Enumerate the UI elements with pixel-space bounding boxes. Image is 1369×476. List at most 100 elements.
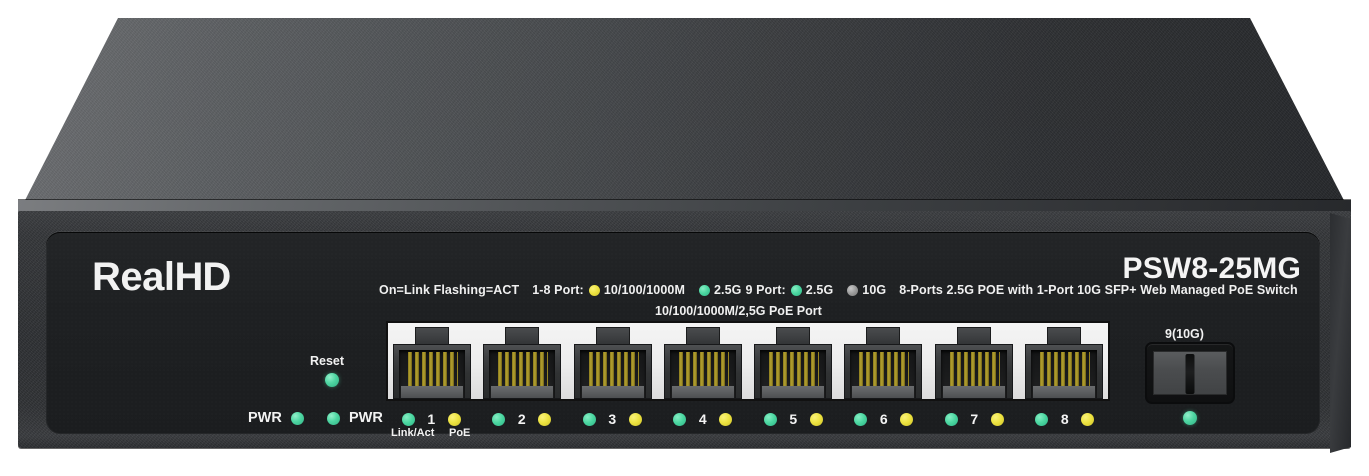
rj45-notch: [956, 327, 991, 345]
port-led-group-2: 2: [477, 411, 568, 427]
ethernet-port-8[interactable]: [1024, 327, 1103, 399]
rj45-notch: [595, 327, 630, 345]
reset-label: Reset: [310, 354, 345, 368]
led-legend-row: On=Link Flashing=ACT 1-8 Port: 10/100/10…: [379, 283, 1302, 297]
link-act-sublabel: Link/Act: [391, 427, 435, 439]
port-number-label-7: 7: [970, 411, 979, 427]
rj45-body: [393, 344, 471, 399]
poe-sublabel: PoE: [449, 427, 471, 439]
poe-led-icon-4: [719, 412, 733, 426]
legend-ports-1-8-label: 1-8 Port:: [532, 283, 584, 297]
rj45-floor: [1032, 386, 1095, 398]
chassis-right-side-cap: [1330, 213, 1351, 453]
poe-led-icon-2: [538, 412, 552, 426]
poe-port-group-label: 10/100/1000M/2,5G PoE Port: [655, 304, 822, 318]
port-number-label-4: 4: [698, 411, 707, 427]
link-act-led-icon-3: [582, 412, 596, 426]
ethernet-port-6[interactable]: [844, 327, 923, 399]
brand-logo: RealHD: [92, 255, 232, 299]
rj45-floor: [401, 386, 463, 398]
brand-logo-hd: HD: [174, 255, 232, 299]
legend-speed-1000m: 10/100/1000M: [603, 283, 685, 297]
legend-speed-25g-a: 2.5G: [713, 283, 742, 297]
poe-led-icon-3: [628, 412, 642, 426]
ethernet-port-1[interactable]: [393, 327, 471, 399]
rj45-cavity: [940, 350, 1007, 398]
legend-status-text: On=Link Flashing=ACT: [379, 283, 520, 297]
sfp-cage-inner: [1153, 351, 1227, 395]
port-led-group-7: 7: [929, 411, 1020, 427]
port-led-group-1: 1: [386, 411, 477, 427]
port-led-group-6: 6: [839, 411, 930, 427]
link-act-led-icon-7: [944, 412, 958, 426]
ethernet-port-5[interactable]: [754, 327, 833, 399]
rj45-floor: [671, 386, 734, 398]
reset-button[interactable]: [325, 373, 339, 387]
rj45-body: [663, 344, 742, 399]
rj45-notch: [505, 327, 540, 345]
gray-led-icon: [847, 284, 859, 296]
ethernet-port-7[interactable]: [934, 327, 1013, 399]
link-act-led-icon-2: [492, 412, 506, 426]
link-act-led-icon-5: [763, 412, 777, 426]
power-led-left-icon: [290, 411, 304, 425]
model-number-label: PSW8-25MG: [1122, 252, 1301, 285]
port-led-group-3: 3: [567, 411, 658, 427]
poe-led-icon-1: [447, 412, 461, 426]
rj45-cavity: [1030, 350, 1097, 398]
rj45-body: [483, 344, 562, 399]
green-led-icon: [698, 284, 710, 296]
port-number-label-8: 8: [1060, 411, 1069, 427]
sfp-plus-port[interactable]: [1145, 342, 1235, 404]
rj45-body: [1024, 344, 1103, 399]
link-act-led-icon-1: [401, 412, 415, 426]
power-indicator-right: PWR: [327, 410, 383, 426]
poe-led-icon-8: [1081, 412, 1095, 426]
green-led-icon-2: [790, 284, 802, 296]
rj45-body: [844, 344, 923, 399]
link-act-led-icon-4: [673, 412, 687, 426]
sfp-port-label: 9(10G): [1165, 327, 1204, 341]
rj45-notch: [1046, 327, 1081, 345]
rj45-cavity: [669, 350, 736, 398]
port-number-label-2: 2: [517, 411, 526, 427]
rj45-floor: [491, 386, 554, 398]
port-led-group-5: 5: [748, 411, 839, 427]
legend-description: 8-Ports 2.5G POE with 1-Port 10G SFP+ We…: [899, 283, 1298, 297]
rj45-notch: [866, 327, 901, 345]
port-led-strip: 1 2 3 4 5 6 7 8: [386, 404, 1110, 434]
port-led-group-4: 4: [658, 411, 749, 427]
sfp-slot-opening: [1185, 354, 1195, 394]
poe-led-icon-6: [900, 412, 914, 426]
port-number-label-3: 3: [608, 411, 617, 427]
sfp-port-led-icon: [1183, 411, 1197, 425]
link-act-led-icon-6: [854, 412, 868, 426]
poe-led-icon-7: [990, 412, 1004, 426]
yellow-led-icon: [588, 284, 600, 296]
ethernet-port-3[interactable]: [573, 327, 652, 399]
rj45-cavity: [579, 350, 646, 398]
port-number-label-6: 6: [879, 411, 888, 427]
ethernet-port-housing: [386, 321, 1110, 401]
rj45-notch: [685, 327, 720, 345]
rj45-notch: [415, 327, 449, 345]
rj45-floor: [762, 386, 825, 398]
rj45-cavity: [489, 350, 556, 398]
ethernet-port-4[interactable]: [663, 327, 742, 399]
lid-front-lip: [18, 200, 1351, 213]
rj45-cavity: [760, 350, 827, 398]
link-act-led-icon-8: [1035, 412, 1049, 426]
rj45-cavity: [399, 350, 465, 398]
power-label-left: PWR: [248, 410, 282, 426]
power-label-right: PWR: [349, 410, 383, 426]
rj45-body: [754, 344, 833, 399]
legend-port-9-label: 9 Port:: [745, 283, 786, 297]
rj45-body: [934, 344, 1013, 399]
port-number-label-1: 1: [427, 411, 436, 427]
rj45-floor: [942, 386, 1005, 398]
port-led-group-8: 8: [1020, 411, 1111, 427]
ethernet-port-2[interactable]: [483, 327, 562, 399]
rj45-body: [573, 344, 652, 399]
rj45-floor: [581, 386, 644, 398]
